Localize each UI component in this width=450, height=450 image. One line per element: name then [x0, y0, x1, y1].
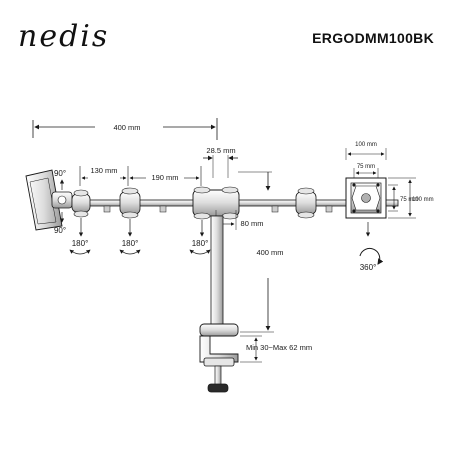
- cable-clip-2: [159, 205, 167, 213]
- right-vesa-plate: [345, 177, 387, 219]
- rotation-label: 360°: [360, 263, 377, 272]
- swivel-3-label: 180°: [192, 239, 209, 248]
- pole-height-dimension: 400 mm: [240, 248, 284, 333]
- tilt-down-label: 90°: [54, 226, 66, 235]
- cable-clip-4: [325, 205, 333, 213]
- vesa-dimensions: 100 mm 75 mm 75 mm 100 mm: [345, 142, 434, 219]
- arm-length-label: 400 mm: [113, 123, 140, 132]
- arm-joint-2: [119, 187, 141, 237]
- swivel-2-label: 180°: [122, 239, 139, 248]
- segment-1-label: 130 mm: [90, 166, 117, 175]
- pole: [210, 215, 224, 333]
- offset-label: 80 mm: [241, 219, 264, 228]
- arm-joint-1: [71, 189, 91, 237]
- brand-logo: nedis: [18, 19, 110, 54]
- clamp-range-dimension: Min 30~Max 62 mm: [240, 335, 312, 363]
- central-hub: [192, 186, 240, 237]
- segment-2-label: 190 mm: [151, 173, 178, 182]
- vesa-inner-width-label: 75 mm: [357, 164, 375, 170]
- vesa-outer-width-label: 100 mm: [355, 142, 377, 148]
- tilt-up-label: 90°: [54, 169, 66, 178]
- model-number: ERGODMM100BK: [312, 30, 434, 46]
- cable-clip-3: [271, 205, 279, 213]
- rotation-indicator: 360°: [359, 222, 384, 272]
- swivel-angles: 180° 180° 180°: [69, 239, 211, 255]
- arm-joint-right: [295, 187, 317, 219]
- segment-dimensions: 130 mm 190 mm: [79, 166, 202, 186]
- pole-diameter-label: 28.5 mm: [206, 146, 235, 155]
- cable-clip-1: [103, 205, 111, 213]
- offset-marker: [238, 171, 272, 191]
- pole-diameter-dimension: 28.5 mm: [203, 146, 238, 178]
- desk-clamp: [199, 323, 239, 393]
- pole-height-label: 400 mm: [256, 248, 283, 257]
- left-vesa-plate: 90° 90°: [25, 169, 73, 235]
- clamp-range-label: Min 30~Max 62 mm: [246, 343, 312, 352]
- swivel-1-label: 180°: [72, 239, 89, 248]
- arm-length-dimension: 400 mm: [32, 118, 218, 140]
- vesa-outer-height-label: 100 mm: [412, 197, 434, 203]
